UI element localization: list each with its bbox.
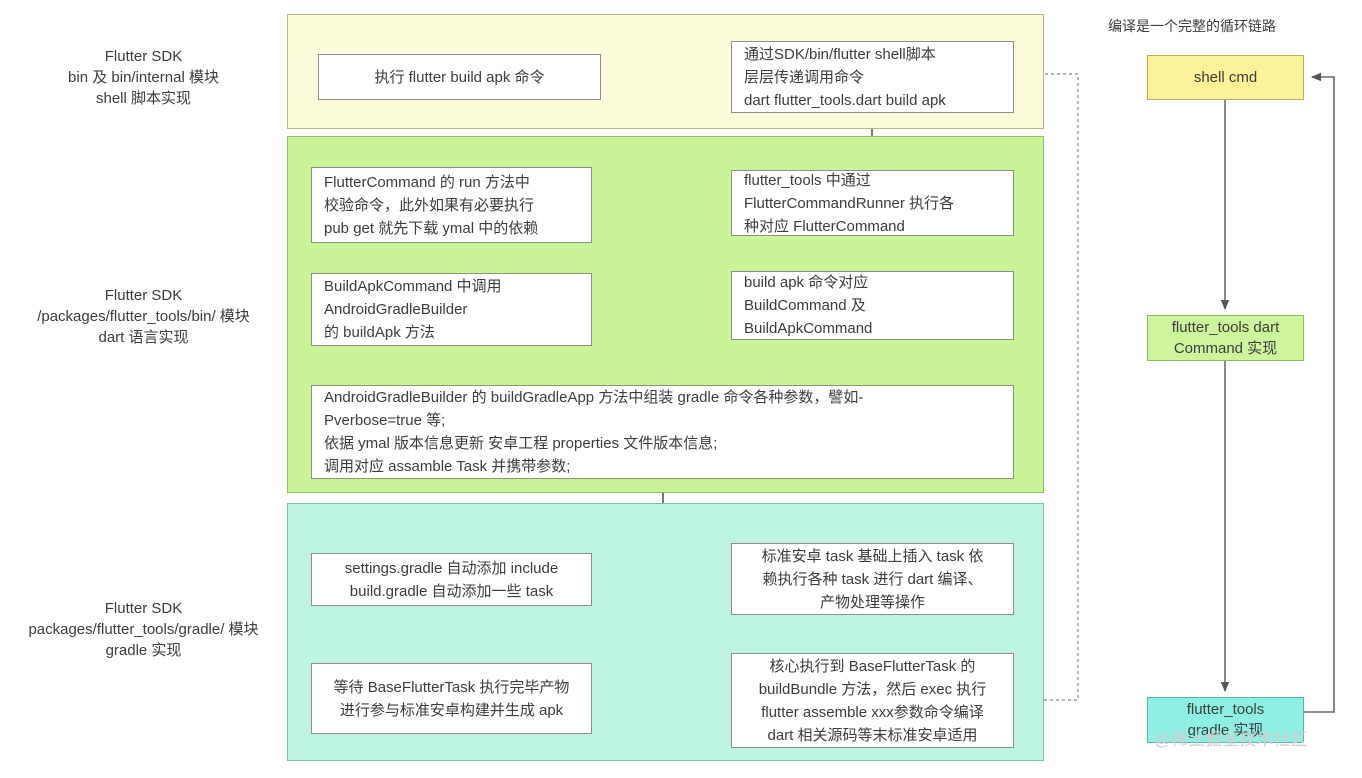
node-android-task-insertion: 标准安卓 task 基础上插入 task 依 赖执行各种 task 进行 dar…	[731, 543, 1014, 615]
node-settings-gradle-auto-include: settings.gradle 自动添加 include build.gradl…	[311, 553, 592, 606]
node-execute-build-apk-command: 执行 flutter build apk 命令	[318, 54, 601, 100]
node-fluttercommand-run-method: FlutterCommand 的 run 方法中 校验命令，此外如果有必要执行 …	[311, 167, 592, 243]
node-build-apk-command-mapping: build apk 命令对应 BuildCommand 及 BuildApkCo…	[731, 271, 1014, 340]
node-fluttercommandrunner: flutter_tools 中通过 FlutterCommandRunner 执…	[731, 170, 1014, 236]
section-label-dart: Flutter SDK /packages/flutter_tools/bin/…	[37, 287, 250, 346]
section-label-shell: Flutter SDK bin 及 bin/internal 模块 shell …	[68, 48, 219, 107]
cycle-node-dart-command: flutter_tools dart Command 实现	[1147, 315, 1304, 361]
cycle-node-gradle-impl: flutter_tools gradle 实现	[1147, 697, 1304, 743]
node-buildapkcommand-callsite: BuildApkCommand 中调用 AndroidGradleBuilder…	[311, 273, 592, 346]
node-androidgradlebuilder-buildgradleapp: AndroidGradleBuilder 的 buildGradleApp 方法…	[311, 385, 1014, 479]
node-wait-baseflutterTask-output: 等待 BaseFlutterTask 执行完毕产物 进行参与标准安卓构建并生成 …	[311, 663, 592, 734]
arrow-cycle-gradle-to-shell	[1304, 72, 1335, 713]
section-label-gradle: Flutter SDK packages/flutter_tools/gradl…	[28, 600, 259, 659]
cycle-title: 编译是一个完整的循环链路	[1108, 18, 1276, 34]
cycle-node-shell-cmd: shell cmd	[1147, 55, 1304, 100]
node-shell-pass-through: 通过SDK/bin/flutter shell脚本 层层传递调用命令 dart …	[731, 41, 1014, 113]
arrow-core-feedback-to-shellpass	[1014, 70, 1079, 701]
node-core-baseflutterTask-buildbundle: 核心执行到 BaseFlutterTask 的 buildBundle 方法，然…	[731, 653, 1014, 748]
